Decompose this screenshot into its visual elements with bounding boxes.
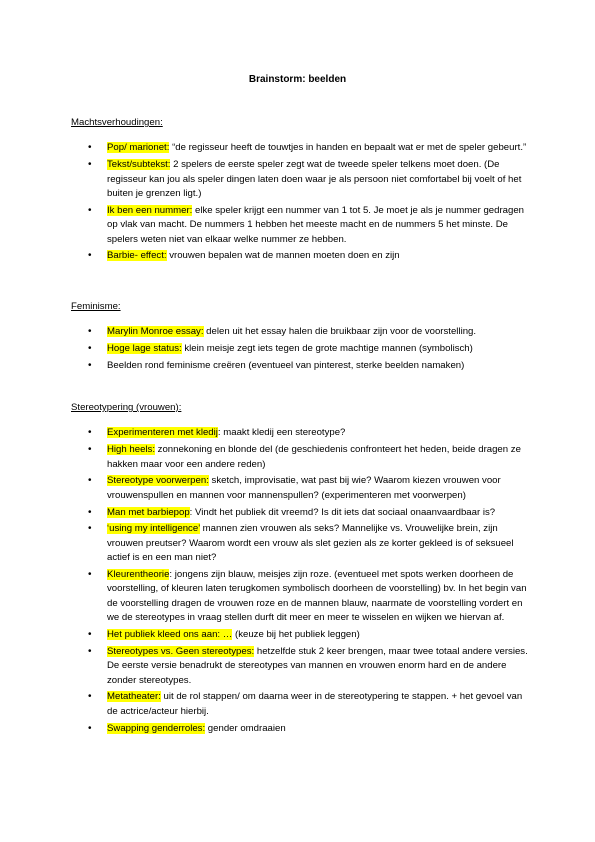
item-text: 2 spelers de eerste speler zegt wat de t…: [107, 159, 522, 200]
item-text: mannen zien vrouwen als seks? Mannelijke…: [107, 523, 514, 564]
bullet-list: Pop/ marionet: “de regisseur heeft de to…: [71, 141, 531, 264]
bullet-list: Experimenteren met kledij: maakt kledij …: [71, 426, 531, 736]
section-stereotypering: Stereotypering (vrouwen): Experimenteren…: [71, 401, 531, 738]
item-text: uit de rol stappen/ om daarna weer in de…: [107, 691, 523, 717]
list-item: Barbie- effect: vrouwen bepalen wat de m…: [71, 249, 531, 264]
item-text: Beelden rond feminisme creëren (eventuee…: [107, 360, 465, 371]
highlight-term: Marylin Monroe essay:: [107, 326, 204, 338]
list-item: Stereotypes vs. Geen stereotypes: hetzel…: [71, 645, 531, 688]
item-text: : maakt kledij een stereotype?: [217, 427, 346, 439]
item-text: vrouwen bepalen wat de mannen moeten doe…: [166, 250, 400, 262]
section-heading: Stereotypering (vrouwen):: [71, 402, 182, 413]
highlight-term: Man met barbiepop: [107, 506, 190, 518]
list-item: High heels: zonnekoning en blonde del (d…: [71, 443, 531, 472]
section-machtsverhoudingen: Machtsverhoudingen: Pop/ marionet: “de r…: [71, 116, 531, 266]
item-text: (keuze bij het publiek leggen): [232, 629, 360, 641]
section-feminisme: Feminisme: Marylin Monroe essay: delen u…: [71, 300, 531, 376]
bullet-list: Marylin Monroe essay: delen uit het essa…: [71, 325, 531, 373]
highlight-term: Pop/ marionet:: [107, 142, 170, 154]
highlight-term: Stereotypes vs. Geen stereotypes:: [107, 645, 255, 657]
section-heading: Feminisme:: [71, 301, 121, 312]
item-text: “de regisseur heeft de touwtjes in hande…: [169, 142, 527, 154]
highlight-term: Kleurentheorie: [107, 569, 170, 581]
list-item: Pop/ marionet: “de regisseur heeft de to…: [71, 141, 531, 156]
highlight-term: ‘using my intelligence’: [107, 523, 200, 535]
list-item: Beelden rond feminisme creëren (eventuee…: [71, 359, 531, 374]
list-item: Metatheater: uit de rol stappen/ om daar…: [71, 690, 531, 719]
highlight-term: Stereotype voorwerpen:: [107, 475, 209, 487]
highlight-term: Ik ben een nummer:: [107, 204, 193, 216]
list-item: ‘using my intelligence’ mannen zien vrou…: [71, 522, 531, 565]
item-text: gender omdraaien: [205, 722, 286, 734]
page-title: Brainstorm: beelden: [248, 74, 347, 85]
list-item: Man met barbiepop: Vindt het publiek dit…: [71, 506, 531, 521]
list-item: Kleurentheorie: jongens zijn blauw, meis…: [71, 568, 531, 626]
highlight-term: Tekst/subtekst:: [107, 159, 171, 171]
list-item: Experimenteren met kledij: maakt kledij …: [71, 426, 531, 441]
section-heading: Machtsverhoudingen:: [71, 117, 163, 128]
item-text: sketch, improvisatie, wat past bij wie? …: [107, 475, 501, 501]
highlight-term: Hoge lage status:: [107, 343, 182, 355]
item-text: : Vindt het publiek dit vreemd? Is dit i…: [189, 506, 496, 518]
item-text: elke speler krijgt een nummer van 1 tot …: [107, 204, 525, 245]
highlight-term: Barbie- effect:: [107, 250, 167, 262]
list-item: Swapping genderroles: gender omdraaien: [71, 722, 531, 737]
list-item: Tekst/subtekst: 2 spelers de eerste spel…: [71, 158, 531, 201]
item-text: : jongens zijn blauw, meisjes zijn roze.…: [107, 569, 527, 624]
highlight-term: Metatheater:: [107, 691, 161, 703]
highlight-term: Experimenteren met kledij: [107, 427, 218, 439]
item-text: klein meisje zegt iets tegen de grote ma…: [181, 343, 473, 355]
list-item: Het publiek kleed ons aan: … (keuze bij …: [71, 628, 531, 643]
item-text: delen uit het essay halen die bruikbaar …: [203, 326, 477, 338]
highlight-term: Het publiek kleed ons aan: …: [107, 629, 233, 641]
item-text: zonnekoning en blonde del (de geschieden…: [107, 444, 521, 470]
highlight-term: Swapping genderroles:: [107, 722, 206, 734]
item-text: hetzelfde stuk 2 keer brengen, maar twee…: [107, 645, 528, 686]
list-item: Hoge lage status: klein meisje zegt iets…: [71, 342, 531, 357]
list-item: Stereotype voorwerpen: sketch, improvisa…: [71, 474, 531, 503]
list-item: Ik ben een nummer: elke speler krijgt ee…: [71, 204, 531, 247]
highlight-term: High heels:: [107, 444, 155, 456]
list-item: Marylin Monroe essay: delen uit het essa…: [71, 325, 531, 340]
